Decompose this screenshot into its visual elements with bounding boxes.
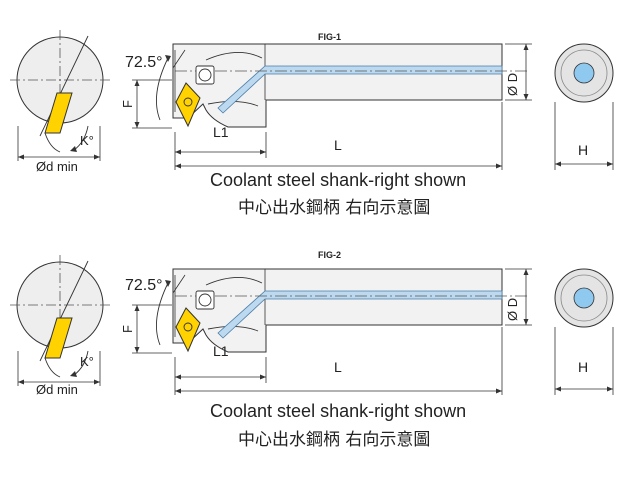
figure-2-h-label: H — [578, 359, 588, 375]
figure-2-d-label: Ø D — [505, 298, 520, 321]
figure-1-caption-zh: 中心出水鋼柄 右向示意圖 — [238, 198, 430, 218]
figure-1-h-label: H — [578, 142, 588, 158]
figure-2-caption-en: Coolant steel shank-right shown — [210, 401, 466, 421]
figure-1-dmin-label: Ød min — [36, 159, 78, 174]
figure-1-k-label: K° — [80, 133, 94, 148]
figure-1-angle-label: 72.5° — [125, 54, 163, 71]
figure-2: FIG-2 72.5° F L1 L Ø D H K° Ød min Coola… — [9, 250, 614, 450]
figure-2-l1-label: L1 — [213, 343, 229, 359]
figure-2-angle-label: 72.5° — [125, 277, 163, 294]
figure-1: FIG-1 72.5° F L1 L Ø D H K° Ød min Coola… — [9, 29, 614, 218]
figure-1-f-label: F — [120, 100, 135, 108]
figure-2-k-label: K° — [80, 354, 94, 369]
figure-1-l1-label: L1 — [213, 124, 229, 140]
figure-1-caption-en: Coolant steel shank-right shown — [210, 170, 466, 190]
figure-2-label: FIG-2 — [318, 250, 341, 260]
figure-2-dmin-label: Ød min — [36, 382, 78, 397]
figure-2-l-label: L — [334, 359, 342, 375]
figure-1-d-label: Ø D — [505, 73, 520, 96]
figure-1-label: FIG-1 — [318, 32, 341, 42]
figure-2-f-label: F — [120, 325, 135, 333]
figure-1-l-label: L — [334, 137, 342, 153]
figure-2-caption-zh: 中心出水鋼柄 右向示意圖 — [238, 430, 430, 450]
